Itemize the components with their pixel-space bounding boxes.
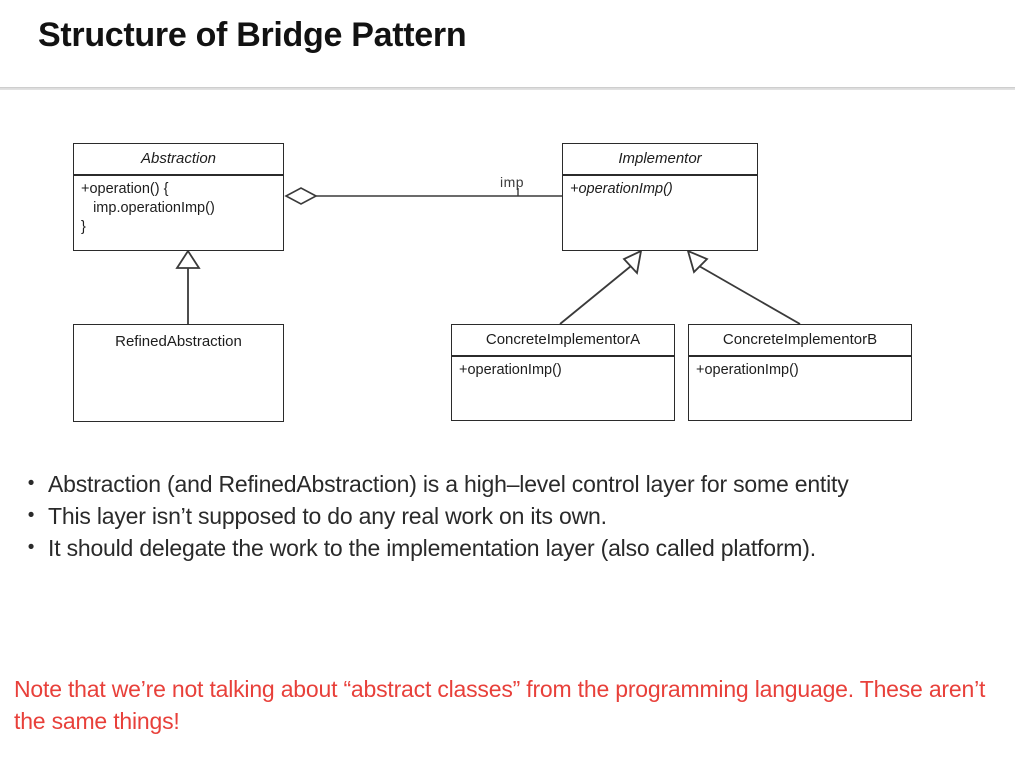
aggregation-abstraction-implementor <box>284 187 562 205</box>
list-item: • This layer isn’t supposed to do any re… <box>14 500 999 532</box>
uml-class-implementor[interactable]: Implementor +operationImp() <box>562 143 758 251</box>
bullet-text: Abstraction (and RefinedAbstraction) is … <box>48 471 849 497</box>
generalization-concrete-implementor-a <box>559 249 643 325</box>
uml-members-concrete-implementor-b: +operationImp() <box>696 361 799 378</box>
list-item: • Abstraction (and RefinedAbstraction) i… <box>14 468 999 500</box>
association-label-imp: imp <box>500 174 525 190</box>
uml-class-diagram: Abstraction +operation() { imp.operation… <box>0 100 1015 445</box>
uml-class-name-concrete-implementor-b: ConcreteImplementorB <box>722 331 878 348</box>
uml-members-abstraction: +operation() { imp.operationImp() } <box>81 180 215 235</box>
title-divider <box>0 87 1015 90</box>
uml-class-name-implementor: Implementor <box>618 150 702 167</box>
uml-members-implementor: +operationImp() <box>570 180 673 197</box>
uml-class-concrete-implementor-a[interactable]: ConcreteImplementorA +operationImp() <box>451 324 675 421</box>
uml-class-concrete-implementor-b[interactable]: ConcreteImplementorB +operationImp() <box>688 324 912 421</box>
uml-class-name-refined-abstraction: RefinedAbstraction <box>115 333 242 350</box>
bullet-marker: • <box>27 473 35 494</box>
bullet-text: It should delegate the work to the imple… <box>48 535 816 561</box>
uml-box-divider <box>74 174 283 176</box>
uml-box-divider <box>563 174 757 176</box>
warning-note: Note that we’re not talking about “abstr… <box>14 676 986 734</box>
page-title: Structure of Bridge Pattern <box>38 16 467 54</box>
uml-members-refined-abstraction <box>74 359 283 363</box>
generalization-concrete-implementor-b <box>686 249 801 325</box>
uml-box-divider <box>689 355 911 357</box>
bullet-text: This layer isn’t supposed to do any real… <box>48 503 607 529</box>
uml-members-concrete-implementor-a: +operationImp() <box>459 361 562 378</box>
uml-class-refined-abstraction[interactable]: RefinedAbstraction <box>73 324 284 422</box>
uml-box-divider <box>452 355 674 357</box>
generalization-refined-abstraction <box>175 249 201 324</box>
uml-class-name-concrete-implementor-a: ConcreteImplementorA <box>485 331 641 348</box>
bullet-list: • Abstraction (and RefinedAbstraction) i… <box>14 468 999 564</box>
uml-class-abstraction[interactable]: Abstraction +operation() { imp.operation… <box>73 143 284 251</box>
bullet-marker: • <box>27 505 35 526</box>
uml-connector-layer <box>175 187 801 325</box>
list-item: • It should delegate the work to the imp… <box>14 532 999 564</box>
uml-class-name-abstraction: Abstraction <box>140 150 217 167</box>
bullet-marker: • <box>27 537 35 558</box>
